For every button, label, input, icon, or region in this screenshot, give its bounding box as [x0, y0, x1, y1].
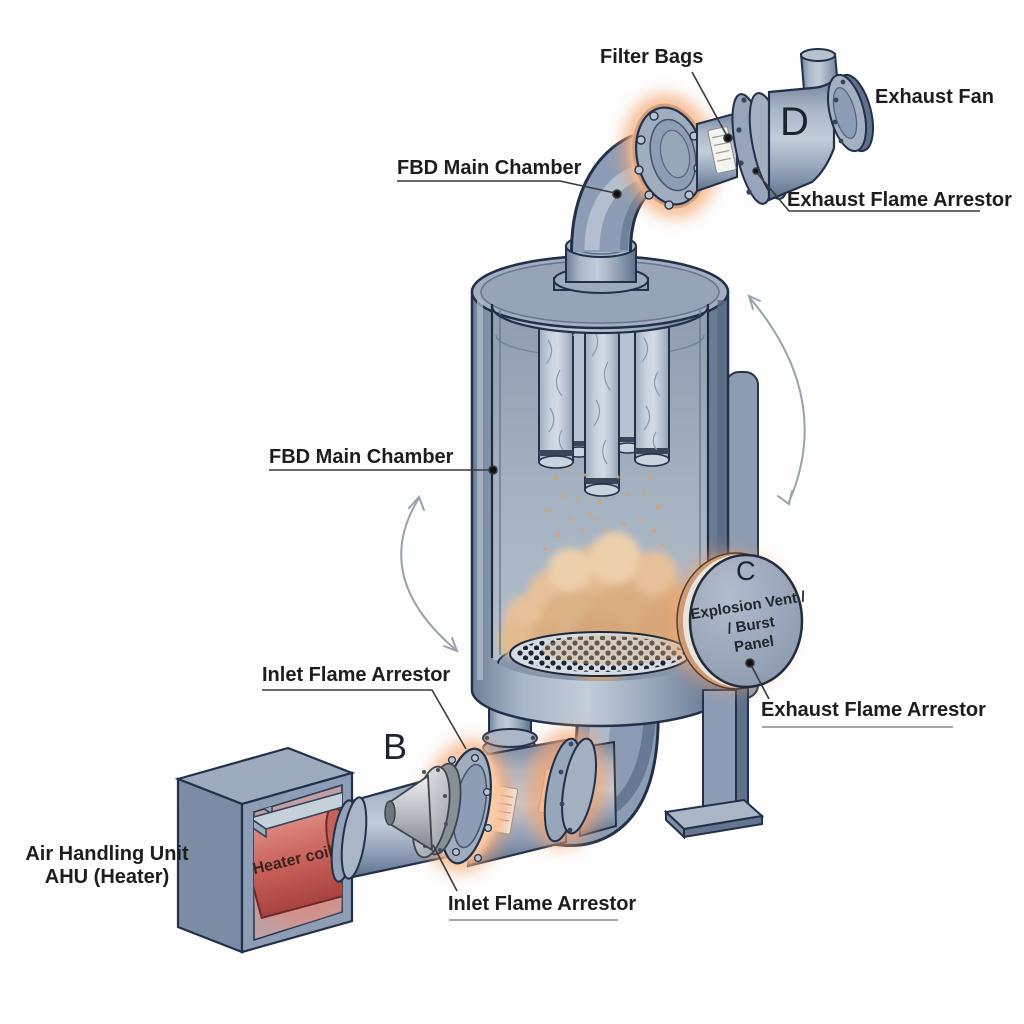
label-filter-bags: Filter Bags: [600, 46, 704, 68]
filter-bags: [538, 306, 670, 497]
arrow-right: [749, 297, 806, 503]
marker-c: C: [736, 556, 756, 586]
exhaust-fan-housing: [767, 77, 836, 202]
label-exhaust-flame-arrestor-top: Exhaust Flame Arrestor: [787, 189, 1012, 211]
label-inlet-flame-arrestor-lower: Inlet Flame Arrestor: [448, 893, 637, 915]
label-inlet-flame-arrestor-upper: Inlet Flame Arrestor: [262, 664, 451, 686]
label-ahu-line1: Air Handling Unit: [25, 843, 189, 865]
label-air-handling-unit: Air Handling Unit AHU (Heater): [22, 843, 192, 889]
label-ahu-line2: AHU (Heater): [44, 866, 170, 888]
label-fbd-main-chamber-top: FBD Main Chamber: [397, 157, 582, 179]
label-fbd-main-chamber-side: FBD Main Chamber: [269, 446, 454, 468]
explosion-vent-disc: [668, 551, 804, 691]
marker-d: D: [780, 100, 809, 144]
marker-b: B: [383, 726, 408, 767]
label-exhaust-flame-arrestor-bottom: Exhaust Flame Arrestor: [761, 699, 986, 721]
support-leg: [663, 681, 765, 840]
flow-arrows: [400, 294, 806, 653]
distributor-plate: [509, 631, 691, 677]
label-exhaust-fan: Exhaust Fan: [875, 86, 994, 108]
strainer-cone: [384, 762, 462, 859]
arrow-left: [400, 497, 457, 651]
leader-lines: [262, 71, 980, 921]
ahu-box: [174, 746, 356, 954]
inlet-flame-arrestor-assembly: [330, 728, 618, 883]
